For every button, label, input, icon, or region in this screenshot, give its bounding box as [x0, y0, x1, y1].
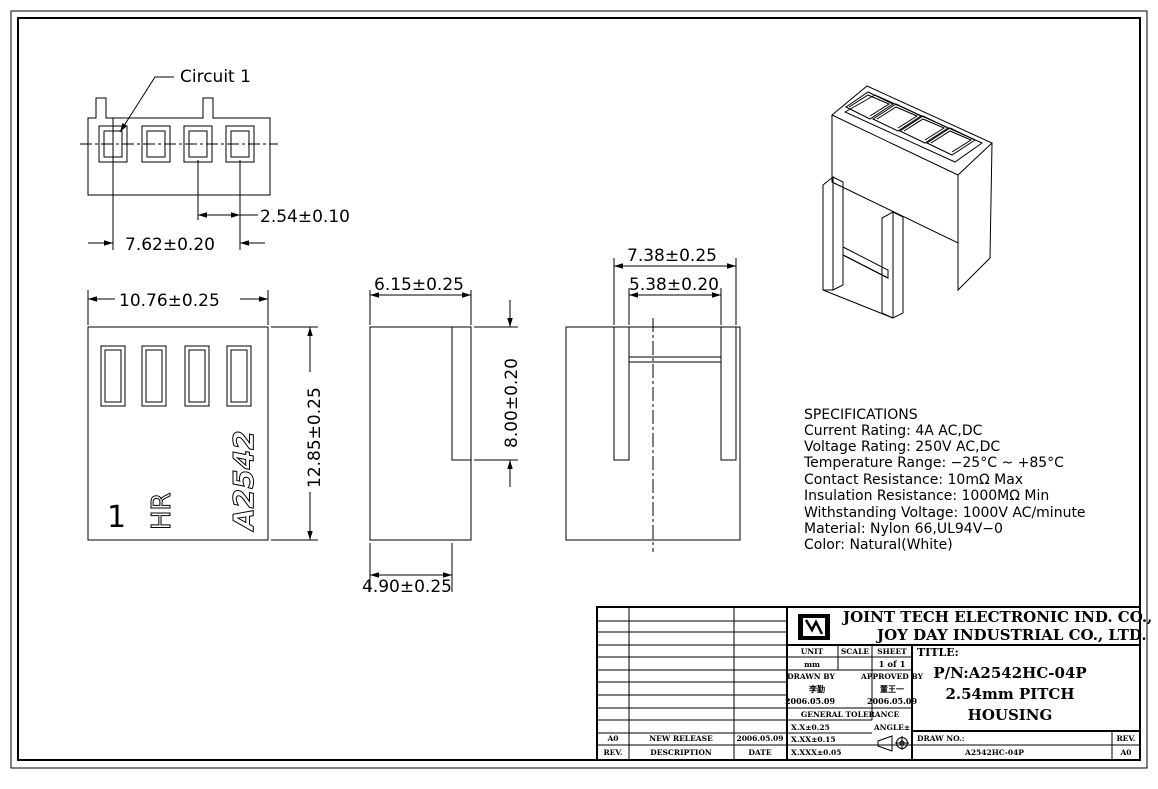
drawn-by-label: DRAWN BY — [787, 672, 835, 681]
side-top-dimension: 6.15±0.25 — [374, 275, 464, 295]
rev-label: REV. — [1116, 734, 1135, 743]
revision-row-date: 2006.05.09 — [737, 734, 784, 743]
front-view: 1 HR A2542 10.76±0.25 12.85±0.25 — [87, 290, 325, 541]
angle-label: ANGLE± — [873, 723, 910, 732]
revision-header-description: DESCRIPTION — [650, 748, 712, 757]
pitch-dimension: 2.54±0.10 — [260, 207, 350, 227]
unit-label: UNIT — [801, 647, 824, 656]
spec-line: Voltage Rating: 250V AC,DC — [804, 439, 1000, 455]
side-slot-dimension: 8.00±0.20 — [502, 358, 522, 448]
title-housing: HOUSING — [968, 706, 1053, 724]
tolerance-2: X.XX±0.15 — [791, 735, 836, 744]
outer-border — [10, 10, 1148, 769]
rear-outer-dimension: 7.38±0.25 — [627, 246, 717, 266]
inner-border — [17, 17, 1141, 761]
rear-inner-dimension: 5.38±0.20 — [629, 275, 719, 295]
isometric-view — [822, 85, 993, 319]
scale-label: SCALE — [841, 647, 869, 656]
marking-hr: HR — [147, 492, 177, 530]
spec-line: Withstanding Voltage: 1000V AC/minute — [804, 505, 1086, 521]
company-logo — [798, 614, 830, 640]
spec-line: Current Rating: 4A AC,DC — [804, 423, 983, 439]
marking-circuit-1: 1 — [107, 500, 126, 535]
revision-row-description: NEW RELEASE — [649, 734, 713, 743]
draw-number-label: DRAW NO.: — [917, 734, 965, 743]
spec-line: Temperature Range: −25°C ~ +85°C — [803, 455, 1064, 471]
approved-by-name: 董王一 — [880, 684, 904, 694]
rear-view: 7.38±0.25 5.38±0.20 — [565, 246, 741, 552]
top-view: 2.54±0.10 7.62±0.20 Circuit 1 — [80, 67, 350, 255]
company-name-1: JOINT TECH ELECTRONIC IND. CO., LTD. — [841, 608, 1158, 626]
drawn-by-name: 李勤 — [808, 684, 825, 694]
revision-header-date: DATE — [748, 748, 771, 757]
side-bottom-dimension: 4.90±0.25 — [362, 577, 452, 597]
front-height-dimension: 12.85±0.25 — [305, 387, 325, 488]
approved-by-label: APPROVED BY — [860, 672, 924, 681]
title-block: A0 NEW RELEASE 2006.05.09 REV. DESCRIPTI… — [596, 606, 1158, 761]
side-view: 6.15±0.25 4.90±0.25 8.00±0.20 — [362, 275, 522, 597]
general-tolerance-label: GENERAL TOLERANCE — [801, 710, 900, 719]
tolerance-1: X.X±0.25 — [791, 723, 830, 732]
sheet-value: 1 of 1 — [878, 660, 905, 670]
revision-header-rev: REV. — [603, 748, 622, 757]
spec-line: Color: Natural(White) — [804, 537, 953, 553]
front-view-windows — [100, 345, 252, 407]
rev-value: A0 — [1119, 748, 1131, 757]
specifications-block: SPECIFICATIONS Current Rating: 4A AC,DC … — [803, 407, 1086, 553]
drawn-date: 2006.05.09 — [785, 696, 836, 706]
spec-line: Material: Nylon 66,UL94V−0 — [804, 521, 1003, 537]
span-dimension: 7.62±0.20 — [125, 235, 215, 255]
draw-number-value: A2542HC-04P — [964, 748, 1024, 757]
tolerance-3: X.XXX±0.05 — [791, 748, 841, 757]
approved-date: 2006.05.09 — [867, 696, 918, 706]
spec-line: Contact Resistance: 10mΩ Max — [804, 472, 1023, 488]
sheet-label: SHEET — [877, 647, 907, 656]
projection-symbol-icon — [877, 735, 909, 752]
marking-part-number: A2542 — [227, 430, 260, 532]
revision-row-rev: A0 — [606, 734, 618, 743]
front-width-dimension: 10.76±0.25 — [119, 291, 220, 311]
specifications-heading: SPECIFICATIONS — [804, 407, 918, 423]
spec-line: Insulation Resistance: 1000MΩ Min — [804, 488, 1049, 504]
title-part-number: P/N:A2542HC-04P — [933, 664, 1086, 682]
company-name-2: JOY DAY INDUSTRIAL CO., LTD. — [875, 626, 1147, 644]
circuit-1-label: Circuit 1 — [180, 67, 251, 87]
title-label: TITLE: — [917, 646, 959, 659]
unit-value: mm — [804, 660, 820, 669]
title-pitch: 2.54mm PITCH — [945, 685, 1074, 703]
